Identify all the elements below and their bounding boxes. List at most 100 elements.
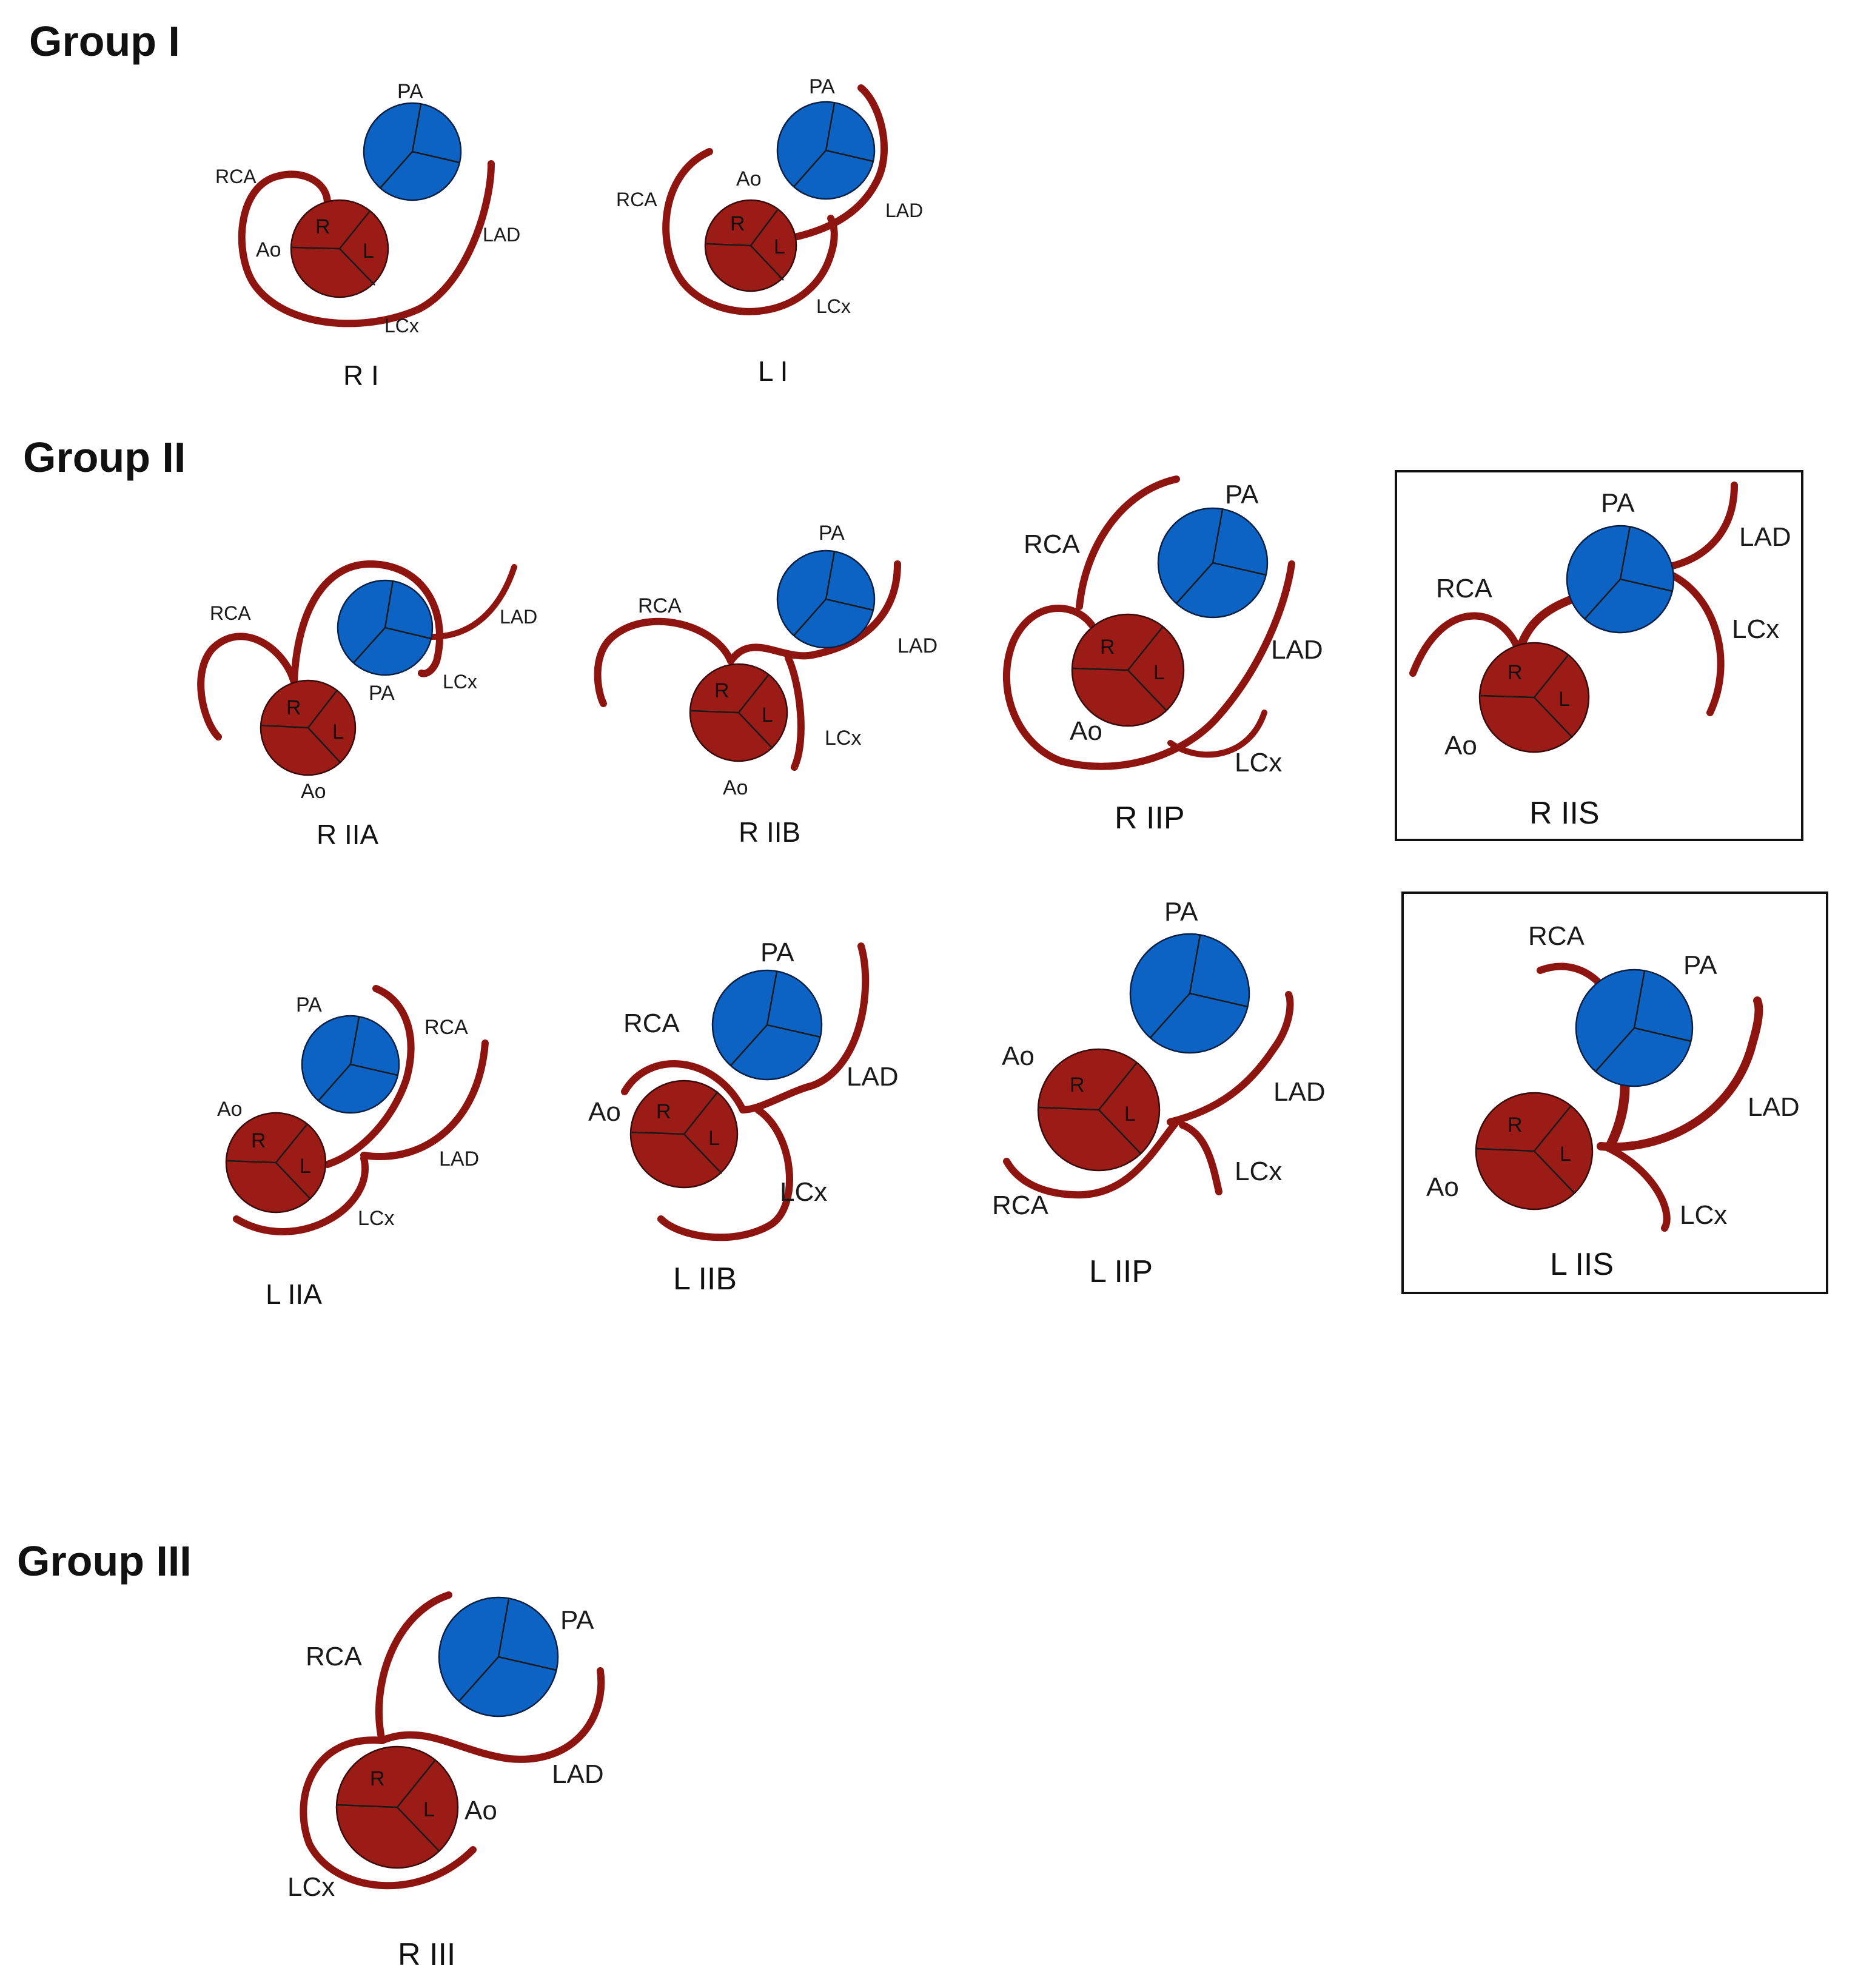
cusp-r-label: R [714, 679, 729, 702]
group-title-2: Group II [23, 434, 186, 481]
ao-label: Ao [464, 1796, 497, 1825]
cusp-l-label: L [1153, 661, 1165, 684]
cusp-l-label: L [300, 1155, 311, 1178]
lcx-vessel [1664, 569, 1725, 716]
rca-vessel [1002, 560, 1295, 770]
ao-label: Ao [736, 167, 762, 190]
ao-label: Ao [1426, 1172, 1459, 1202]
rca-vessel [662, 148, 838, 315]
pa-label: PA [560, 1605, 594, 1635]
lad-vessel [727, 560, 901, 665]
rca-label: RCA [306, 1642, 363, 1671]
variant-panel-l-iib: R L PA RCA LAD Ao LCx L IIB [588, 938, 899, 1297]
variant-panel-r-i: R L PA RCA Ao LAD LCx R I [215, 80, 520, 391]
lcx-vessel [1167, 710, 1267, 758]
rca-vessel [594, 617, 734, 707]
rca-vessel [1003, 1118, 1180, 1199]
lad-vessel [378, 1667, 605, 1763]
lcx-label: LCx [1732, 614, 1779, 644]
variant-panel-r-iib: R L PA RCA LAD LCx Ao R IIB [594, 522, 937, 848]
lcx-label: LCx [1235, 748, 1282, 777]
rca-label: RCA [1436, 574, 1493, 603]
cusp-l-label: L [774, 235, 785, 258]
lad-label: LAD [439, 1147, 479, 1170]
lad-label: LAD [847, 1062, 899, 1092]
lcx-label: LCx [780, 1177, 827, 1207]
lcx-vessel [657, 1106, 794, 1241]
pa-label: PA [369, 682, 395, 705]
cusp-l-label: L [762, 704, 773, 727]
ao-label: Ao [1444, 731, 1477, 761]
lcx-label: LCx [287, 1872, 335, 1902]
pa-label: PA [397, 80, 423, 103]
variant-caption: L IIA [266, 1278, 322, 1310]
pa-label: PA [1225, 480, 1259, 509]
lcx-label: LCx [816, 295, 851, 317]
rca-label: RCA [638, 594, 682, 617]
lad-label: LAD [1273, 1077, 1326, 1107]
rca-vessel [1409, 612, 1523, 677]
variant-caption: R IIP [1115, 801, 1185, 836]
conal-loop-vessel [1076, 475, 1180, 610]
cusp-l-label: L [1560, 1143, 1571, 1166]
cusp-l-label: L [363, 240, 374, 263]
cusp-r-label: R [1070, 1073, 1085, 1096]
pa-label: PA [296, 993, 322, 1016]
ao-label: Ao [301, 780, 326, 803]
variant-caption: L I [758, 355, 788, 387]
rca-vessel [197, 633, 298, 740]
lad-label: LAD [885, 200, 923, 221]
lcx-vessel [785, 654, 805, 771]
variant-panel-l-iip: R L PA Ao LAD LCx RCA L IIP [992, 897, 1326, 1289]
rca-vessel [324, 985, 415, 1168]
group-title-1: Group I [29, 18, 180, 65]
lad-vessel [360, 1039, 489, 1160]
lcx-label: LCx [1235, 1157, 1282, 1186]
variant-panel-r-iia: R L RCA LAD PA LCx Ao R IIA [197, 560, 537, 850]
variant-panel-r-iii: R L PA RCA LAD Ao LCx R III [287, 1591, 605, 1972]
lad-vessel [1664, 482, 1738, 571]
variant-panel-l-iis: R L RCA PA LAD Ao LCx L IIS [1401, 892, 1828, 1294]
cusp-l-label: L [708, 1127, 720, 1150]
pa-label: PA [760, 938, 794, 967]
cusp-r-label: R [286, 696, 301, 719]
ao-label: Ao [217, 1098, 243, 1121]
panel-frame [1401, 892, 1828, 1294]
cusp-l-label: L [423, 1798, 435, 1821]
variant-panel-l-i: R L PA Ao RCA LAD LCx L I [616, 75, 923, 387]
lcx-label: LCx [1680, 1200, 1727, 1230]
variant-caption: R I [343, 360, 379, 391]
rca-label: RCA [210, 602, 251, 624]
cusp-l-label: L [1124, 1103, 1136, 1126]
common-trunk-vessel [1515, 593, 1581, 656]
cusp-r-label: R [251, 1129, 266, 1152]
rca-vessel [238, 160, 495, 327]
panel-frame [1395, 470, 1803, 841]
lad-label: LAD [552, 1759, 604, 1789]
variant-caption: L IIB [673, 1261, 737, 1297]
pa-label: PA [1164, 897, 1198, 927]
rca-label: RCA [1528, 921, 1585, 951]
cusp-r-label: R [315, 215, 330, 238]
variant-caption: R IIA [317, 819, 379, 850]
cusp-r-label: R [370, 1767, 385, 1790]
rca-label: RCA [215, 166, 257, 187]
ao-label: Ao [1002, 1041, 1035, 1071]
ao-label: Ao [588, 1097, 621, 1127]
conal-loop-vessel [290, 560, 444, 686]
lad-vessel [1597, 996, 1763, 1151]
variant-caption: R IIS [1529, 796, 1600, 831]
lad-label: LAD [483, 224, 520, 246]
lcx-vessel [1603, 1144, 1671, 1232]
cusp-r-label: R [1508, 1113, 1523, 1137]
pa-label: PA [819, 522, 845, 545]
variant-caption: L IIS [1550, 1247, 1614, 1282]
ao-label: Ao [1070, 716, 1102, 746]
lcx-vessel [233, 1155, 369, 1235]
rca-label: RCA [623, 1009, 680, 1038]
variant-panel-r-iip: R L PA RCA LAD Ao LCx R IIP [1002, 475, 1323, 836]
variant-caption: L IIP [1089, 1254, 1153, 1289]
variant-caption: R III [398, 1937, 455, 1972]
lcx-vessel [1179, 1121, 1222, 1195]
